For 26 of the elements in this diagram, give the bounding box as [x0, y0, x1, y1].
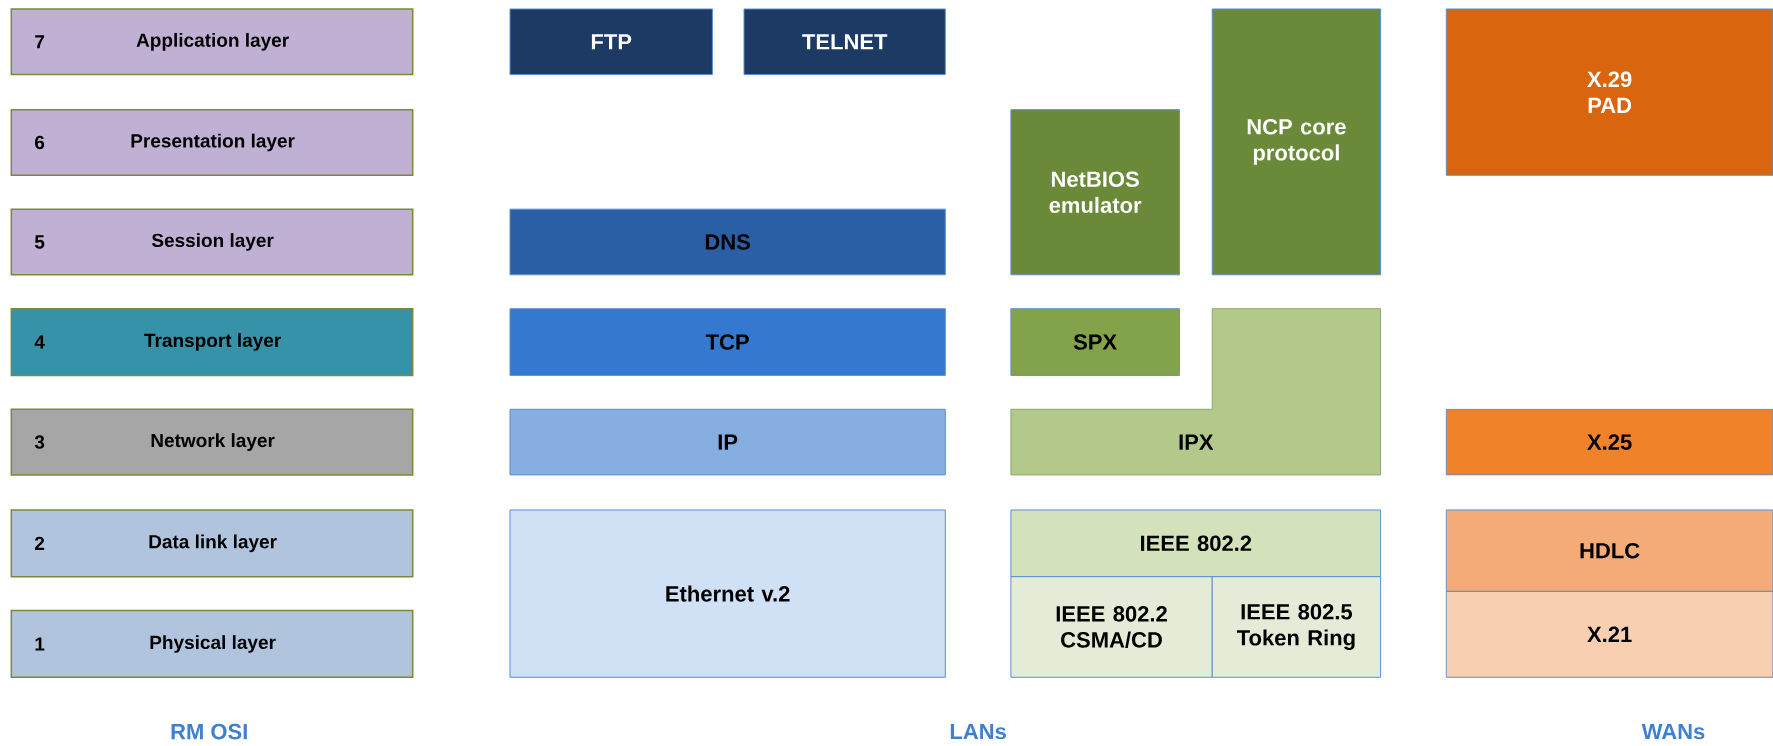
protocol-box: TCP — [509, 308, 946, 376]
column-heading: RM OSI — [171, 723, 247, 740]
protocol-box: TELNET — [743, 8, 946, 76]
layer-box: 3 Network layer — [10, 408, 414, 476]
protocol-box: HDLC — [1445, 509, 1773, 592]
column-heading: LANs — [950, 723, 1006, 740]
protocol-box: SPX — [1010, 308, 1180, 376]
layer-box: 1 Physical layer — [10, 609, 414, 679]
protocol-box: NCP core protocol — [1211, 8, 1382, 276]
layer-box: 5 Session layer — [10, 208, 414, 276]
layer-box: 6 Presentation layer — [10, 108, 414, 177]
layer-box: 7 Application layer — [10, 8, 414, 76]
protocol-box: IEEE 802.2 — [1010, 509, 1382, 578]
protocol-box: X.25 — [1445, 408, 1773, 476]
protocol-box: NetBIOS emulator — [1010, 109, 1180, 276]
column-heading: WANs — [1641, 723, 1705, 740]
protocol-box: IP — [509, 408, 946, 476]
protocol-box: Ethernet v.2 — [509, 509, 946, 678]
layer-box: 4 Transport layer — [10, 307, 414, 377]
layer-box: 2 Data link layer — [10, 509, 414, 578]
protocol-box: X.21 — [1445, 590, 1773, 678]
protocol-box: IEEE 802.2 CSMA/CD — [1010, 576, 1213, 678]
protocol-box: X.29 PAD — [1445, 8, 1773, 176]
protocol-box: FTP — [509, 8, 713, 76]
protocol-box: DNS — [509, 208, 946, 276]
protocol-box: IEEE 802.5 Token Ring — [1211, 576, 1382, 678]
